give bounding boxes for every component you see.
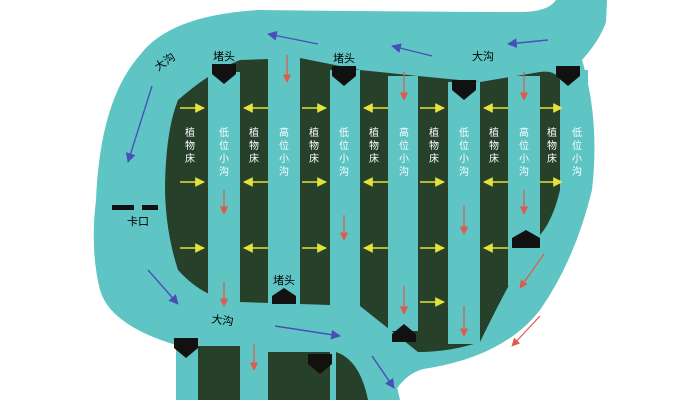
- flow-arrow-top-2: [391, 43, 433, 57]
- strip-labels: 植物床 低位小沟 植物床 高位小沟 植物床 低位小沟 植物床 高位小沟 植物床 低位小沟 植物床 高位…: [185, 126, 582, 178]
- down-arrow-12: [519, 253, 545, 289]
- strip-label: 植物床: [369, 126, 379, 165]
- flow-arrow-top-3: [507, 38, 549, 48]
- flow-arrow-bottom-1: [274, 325, 341, 340]
- dam-marker-7: [512, 230, 540, 248]
- dam-marker-9: [308, 354, 332, 374]
- flow-arrow-top-1: [267, 30, 319, 45]
- strip-label: 高位小沟: [279, 126, 289, 178]
- down-arrow-13: [511, 315, 541, 347]
- strip-label: 植物床: [547, 126, 557, 165]
- label-dam-top-left: 堵头: [213, 49, 235, 63]
- label-dam-bottom-mid: 堵头: [273, 273, 295, 287]
- strip-label: 低位小沟: [339, 126, 349, 178]
- strip-label: 植物床: [249, 126, 259, 165]
- plant-bed-10: [336, 352, 368, 400]
- dam-marker-1: [212, 64, 236, 84]
- flow-arrow-bottom-2: [371, 355, 395, 389]
- strip-label: 植物床: [309, 126, 319, 165]
- ditch-flow-arrows: [125, 30, 549, 389]
- dam-marker-8: [174, 338, 198, 358]
- label-dam-top-right: 堵头: [333, 51, 355, 65]
- small-ditch-6: [508, 76, 540, 286]
- strip-label: 植物床: [489, 126, 499, 165]
- strip-label: 低位小沟: [459, 126, 469, 178]
- plant-bed-8: [198, 346, 240, 400]
- gate-marker: [112, 205, 158, 210]
- small-ditch-7: [566, 70, 588, 190]
- small-ditches: [208, 58, 588, 400]
- strip-label: 植物床: [429, 126, 439, 165]
- dam-marker-6: [392, 324, 416, 342]
- gate-bar-left: [112, 205, 134, 210]
- small-ditch-4: [388, 76, 418, 331]
- flow-arrow-left-2: [147, 269, 179, 305]
- dam-markers: [174, 64, 580, 374]
- lateral-flow-arrows: [180, 103, 563, 307]
- label-big-ditch-upper-right: 大沟: [472, 49, 494, 63]
- gate-bar-right: [142, 205, 158, 210]
- strip-label: 植物床: [185, 126, 195, 165]
- small-ditch-2: [268, 58, 300, 304]
- strip-label: 低位小沟: [219, 126, 229, 178]
- dam-marker-5: [272, 288, 296, 304]
- strip-label: 高位小沟: [399, 126, 409, 178]
- dam-marker-4: [556, 66, 580, 86]
- small-ditch-1: [208, 72, 240, 304]
- dam-marker-3: [452, 80, 476, 100]
- down-flow-arrows: [219, 55, 545, 371]
- dam-marker-2: [332, 66, 356, 86]
- strip-label: 低位小沟: [572, 126, 582, 178]
- strip-label: 高位小沟: [519, 126, 529, 178]
- label-gate: 卡口: [127, 215, 149, 228]
- small-ditch-3: [330, 70, 360, 308]
- label-big-ditch-bottom: 大沟: [211, 312, 235, 329]
- flow-arrow-left-1: [125, 85, 153, 163]
